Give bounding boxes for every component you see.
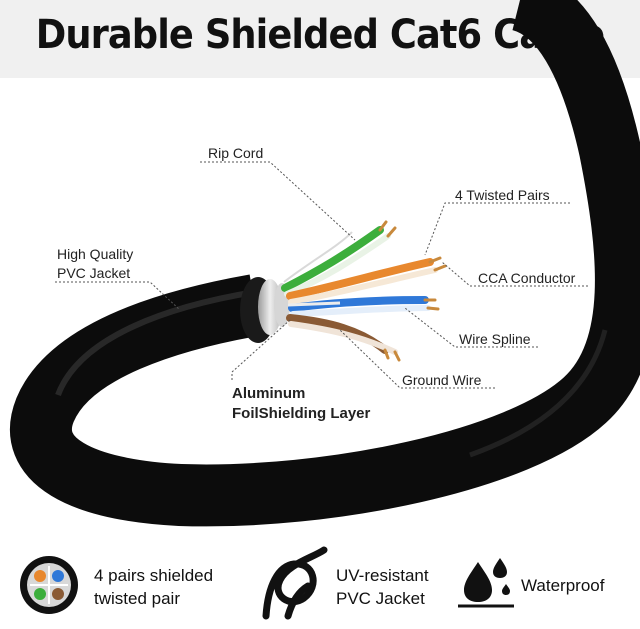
cable-jacket	[10, 0, 640, 527]
feature-2-text: UV-resistant PVC Jacket	[336, 564, 429, 610]
feature-2-line1: UV-resistant	[336, 566, 429, 585]
feature-3-line1: Waterproof	[521, 576, 605, 595]
wire-pairs	[281, 226, 438, 355]
page-title: Durable Shielded Cat6 Cable	[35, 12, 605, 58]
label-cca-conductor: CCA Conductor	[478, 270, 576, 286]
feature-3-text: Waterproof	[521, 574, 604, 597]
copper-conductors	[378, 220, 447, 362]
label-pvc-jacket-line1: High Quality	[57, 246, 134, 262]
label-rip-cord: Rip Cord	[208, 145, 264, 161]
rip-cord	[283, 231, 353, 283]
leader-lines	[55, 161, 588, 389]
wire-spline	[287, 301, 341, 307]
label-pvc-jacket-line2: PVC Jacket	[57, 265, 131, 281]
label-twisted-pairs: 4 Twisted Pairs	[455, 187, 550, 203]
feature-1-line1: 4 pairs shielded	[94, 566, 214, 585]
twisted-pair-cross-section-icon	[20, 556, 78, 614]
label-wire-spline: Wire Spline	[459, 331, 531, 347]
knotted-cable-icon	[262, 546, 328, 620]
feature-2-line2: PVC Jacket	[336, 589, 425, 608]
water-drops-icon	[458, 558, 514, 608]
label-ground-wire: Ground Wire	[402, 372, 482, 388]
label-foil-line2: FoilShielding Layer	[232, 405, 371, 422]
feature-1-line2: twisted pair	[94, 589, 180, 608]
feature-1-text: 4 pairs shielded twisted pair	[94, 564, 213, 610]
label-foil-line1: Aluminum	[232, 385, 306, 402]
